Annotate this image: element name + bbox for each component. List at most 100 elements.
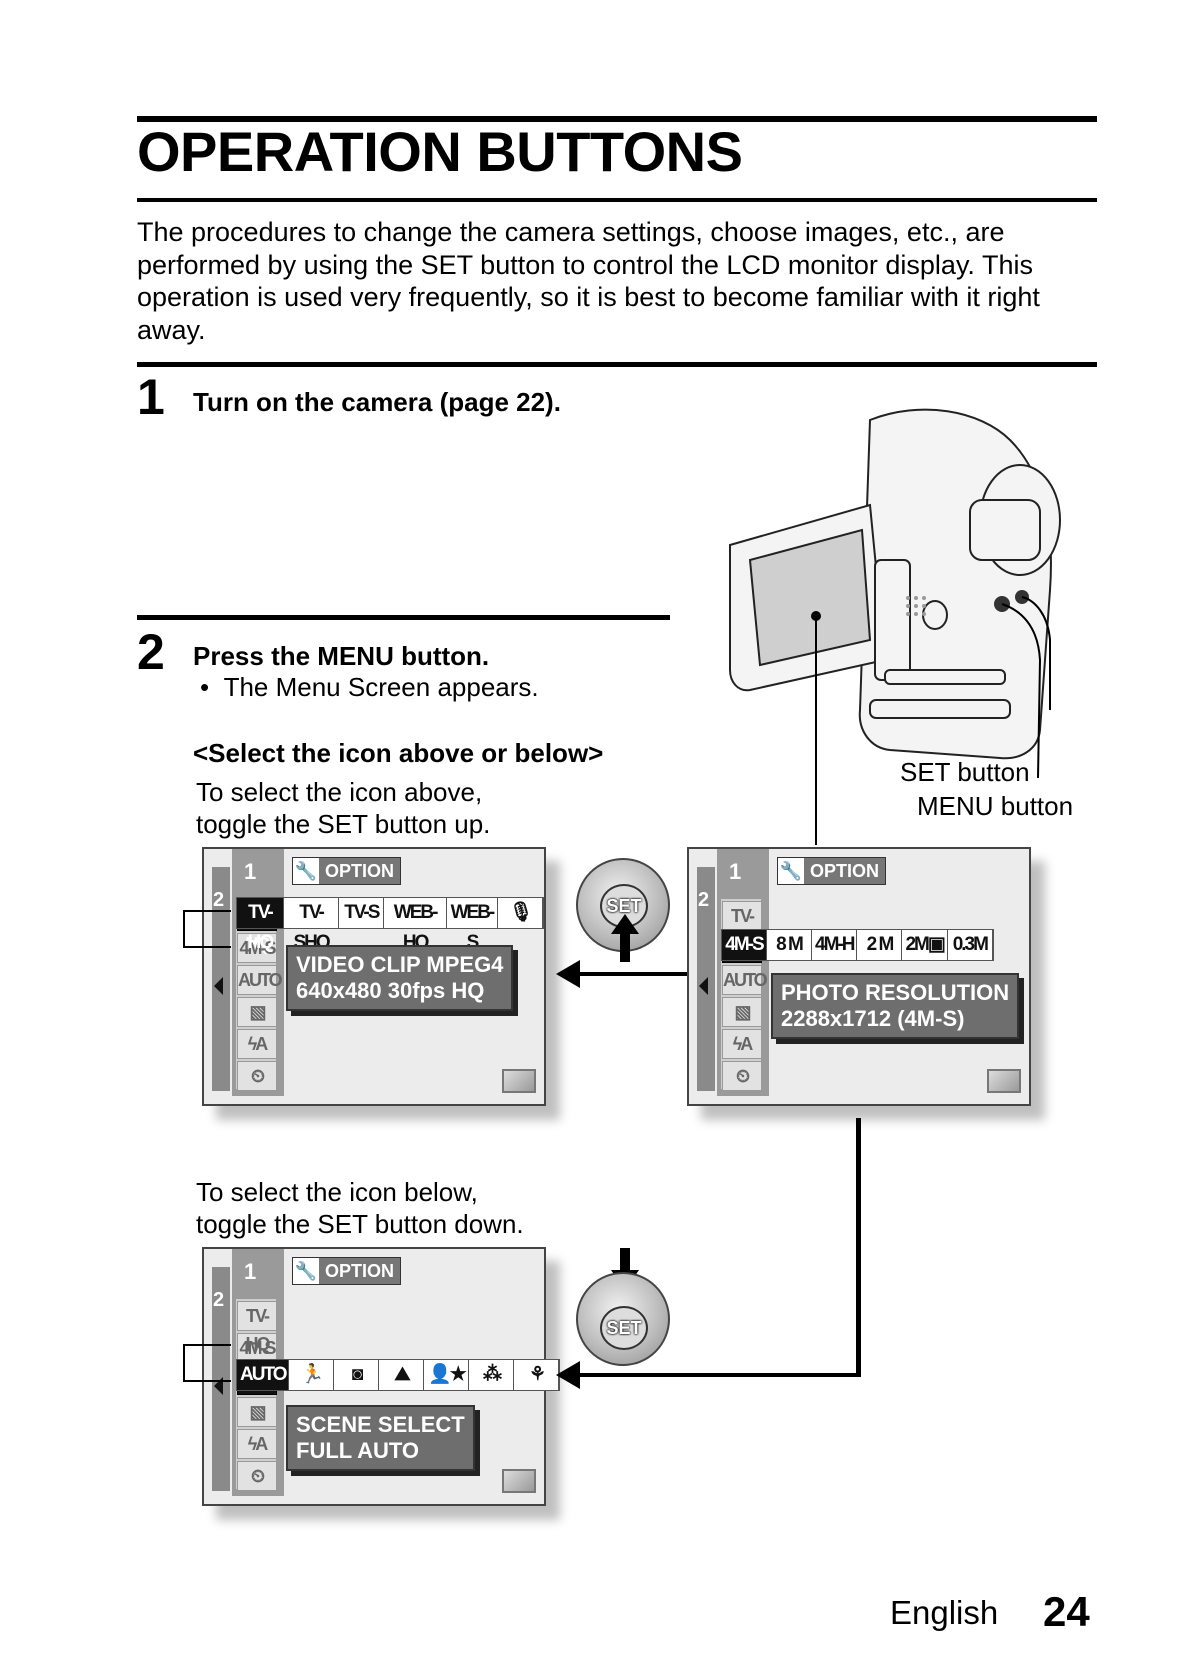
tab-2-label: 2 bbox=[698, 889, 710, 911]
microphone-icon[interactable]: 🎙 bbox=[498, 898, 543, 928]
menu-screen-photo: 2 1 TV-HQ 4M-S AUTO ▧ ϟA ⏲ 🔧 OPTION 4M-S … bbox=[687, 847, 1031, 1106]
page-title: OPERATION BUTTONS bbox=[137, 120, 743, 183]
step2-bullet: • The Menu Screen appears. bbox=[200, 672, 539, 702]
photo-info-box: PHOTO RESOLUTION 2288x1712 (4M-S) bbox=[771, 973, 1020, 1039]
photo-options-row: 4M-S 8 M 4M-H 2 M 2M▣ 0.3M bbox=[721, 929, 994, 961]
up-arrow-icon bbox=[611, 914, 639, 962]
option-label: OPTION bbox=[325, 861, 395, 881]
battery-icon bbox=[987, 1069, 1021, 1093]
menu-screen-scene: 2 1 TV-HQ 4M-S AUTO ▧ ϟA ⏲ 🔧OPTION AUTO … bbox=[202, 1247, 561, 1506]
video-info-line2: 640x480 30fps HQ bbox=[296, 978, 485, 1003]
above-instruction-1: To select the icon above, bbox=[196, 777, 483, 807]
landscape-icon[interactable]: ⛰ bbox=[379, 1360, 425, 1390]
tab-1-column: 1 TV-HQ 4M-S AUTO ▧ ϟA ⏲ bbox=[717, 849, 769, 1096]
below-instruction-1: To select the icon below, bbox=[196, 1177, 478, 1207]
lamp-icon[interactable]: ⚘ bbox=[514, 1360, 560, 1390]
resolution-icon[interactable]: 4M-S bbox=[237, 933, 277, 963]
option-tab[interactable]: 🔧 OPTION bbox=[292, 857, 402, 885]
wrench-icon: 🔧 bbox=[293, 858, 319, 884]
footer-language: English bbox=[890, 1594, 999, 1631]
below-instruction-2: toggle the SET button down. bbox=[196, 1209, 524, 1239]
down-arrow-icon bbox=[611, 1248, 639, 1290]
title-bottom-rule bbox=[137, 198, 1097, 202]
step2-subheading: <Select the icon above or below> bbox=[193, 738, 604, 768]
self-timer-icon[interactable]: ⏲ bbox=[237, 1061, 277, 1091]
menu-screen-video: 2 1 TV-HQ 4M-S AUTO ▧ ϟA ⏲ 🔧 OPTION TV-HQ… bbox=[202, 847, 546, 1106]
filter-icon[interactable]: ▧ bbox=[237, 1397, 277, 1427]
photo-option[interactable]: 4M-H bbox=[812, 930, 858, 960]
arrow-photo-to-video bbox=[556, 960, 687, 988]
option-tab[interactable]: 🔧 OPTION bbox=[777, 857, 887, 885]
photo-option[interactable]: 4M-S bbox=[722, 930, 767, 960]
photo-info-line1: PHOTO RESOLUTION bbox=[781, 980, 1010, 1005]
video-quality-icon[interactable]: TV-HQ bbox=[237, 1301, 277, 1354]
wrench-icon: 🔧 bbox=[778, 858, 804, 884]
step1-rule bbox=[137, 362, 1097, 367]
intro-paragraph: The procedures to change the camera sett… bbox=[137, 217, 1040, 345]
step2-rule bbox=[137, 615, 670, 620]
set-dial-down[interactable]: SET bbox=[576, 1272, 670, 1366]
scene-icon[interactable]: AUTO bbox=[237, 965, 283, 995]
video-option[interactable]: TV-S bbox=[339, 898, 385, 928]
video-option[interactable]: WEB-HQ bbox=[384, 898, 447, 953]
video-info-box: VIDEO CLIP MPEG4 640x480 30fps HQ bbox=[286, 945, 514, 1011]
menu-button-label: MENU button bbox=[917, 791, 1074, 821]
fireworks-icon[interactable]: ⁂ bbox=[469, 1360, 515, 1390]
scene-options-row: AUTO 🏃 ◙ ⛰ 👤★ ⁂ ⚘ bbox=[236, 1359, 561, 1391]
tab-2-label: 2 bbox=[213, 1289, 225, 1311]
set-button-label: SET button bbox=[900, 757, 1030, 787]
photo-option[interactable]: 0.3M bbox=[948, 930, 993, 960]
flash-icon[interactable]: ϟA bbox=[237, 1429, 277, 1459]
menu-icon-column: TV-HQ 4M-S AUTO ▧ ϟA ⏲ bbox=[236, 1299, 283, 1491]
step1-text: Turn on the camera (page 22). bbox=[193, 387, 561, 417]
tab-1-label: 1 bbox=[244, 1259, 257, 1284]
resolution-icon[interactable]: 4M-S bbox=[237, 1333, 277, 1363]
filter-icon[interactable]: ▧ bbox=[237, 997, 277, 1027]
selection-bracket bbox=[183, 910, 231, 948]
self-timer-icon[interactable]: ⏲ bbox=[722, 1061, 762, 1091]
video-option[interactable]: WEB-S bbox=[447, 898, 498, 953]
set-dial-label: SET bbox=[600, 1306, 648, 1350]
camera-illustration bbox=[729, 408, 1061, 845]
option-label: OPTION bbox=[810, 861, 880, 881]
video-options-row: TV-HQ TV-SHQ TV-S WEB-HQ WEB-S 🎙 bbox=[236, 897, 544, 953]
filter-icon[interactable]: ▧ bbox=[722, 997, 762, 1027]
page-number: 24 bbox=[1043, 1588, 1090, 1635]
photo-info-line2: 2288x1712 (4M-S) bbox=[781, 1006, 965, 1031]
battery-icon bbox=[502, 1069, 536, 1093]
video-info-line1: VIDEO CLIP MPEG4 bbox=[296, 952, 504, 977]
battery-icon bbox=[502, 1469, 536, 1493]
step2-number: 2 bbox=[137, 624, 165, 680]
left-arrow-icon bbox=[214, 977, 223, 995]
connector-vertical bbox=[856, 1118, 861, 1376]
video-option[interactable]: TV-SHQ bbox=[284, 898, 340, 953]
self-timer-icon[interactable]: ⏲ bbox=[237, 1461, 277, 1491]
tab-1-column: 1 TV-HQ 4M-S AUTO ▧ ϟA ⏲ bbox=[232, 849, 284, 1096]
photo-option[interactable]: 2M▣ bbox=[902, 930, 948, 960]
flash-icon[interactable]: ϟA bbox=[237, 1029, 277, 1059]
option-label: OPTION bbox=[325, 1261, 395, 1281]
sports-icon[interactable]: 🏃 bbox=[289, 1360, 335, 1390]
scene-info-line2: FULL AUTO bbox=[296, 1438, 420, 1463]
tab-1-label: 1 bbox=[244, 859, 257, 884]
photo-option[interactable]: 2 M bbox=[857, 930, 903, 960]
tab-2-label: 2 bbox=[213, 889, 225, 911]
above-instruction-2: toggle the SET button up. bbox=[196, 809, 491, 839]
selection-bracket bbox=[183, 1344, 231, 1382]
step2-text: Press the MENU button. bbox=[193, 641, 490, 671]
step1-number: 1 bbox=[137, 369, 165, 425]
video-option[interactable]: TV-HQ bbox=[237, 898, 284, 953]
option-tab[interactable]: 🔧OPTION bbox=[292, 1257, 402, 1285]
photo-option[interactable]: 8 M bbox=[767, 930, 812, 960]
scene-icon[interactable]: AUTO bbox=[722, 965, 768, 995]
scene-option[interactable]: AUTO bbox=[237, 1360, 290, 1390]
video-quality-icon[interactable]: TV-HQ bbox=[722, 901, 762, 954]
step2-bullet-text: The Menu Screen appears. bbox=[223, 672, 539, 702]
portrait-icon[interactable]: ◙ bbox=[334, 1360, 380, 1390]
left-arrow-icon bbox=[699, 977, 708, 995]
left-arrow-icon bbox=[214, 1377, 223, 1395]
flash-icon[interactable]: ϟA bbox=[722, 1029, 762, 1059]
scene-info-box: SCENE SELECT FULL AUTO bbox=[286, 1405, 475, 1471]
night-portrait-icon[interactable]: 👤★ bbox=[424, 1360, 470, 1390]
tab-1-label: 1 bbox=[729, 859, 742, 884]
